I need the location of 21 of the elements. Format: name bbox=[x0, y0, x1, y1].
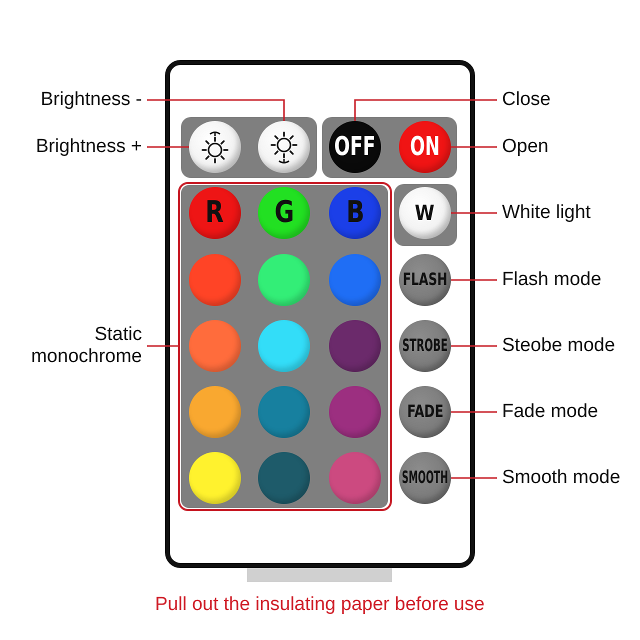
callout-label: Close bbox=[502, 89, 551, 111]
callout-label: Steobe mode bbox=[502, 335, 616, 357]
leader-line bbox=[451, 411, 497, 413]
callout-label: Open bbox=[502, 136, 548, 158]
callout-label: Static monochrome bbox=[17, 324, 142, 368]
leader-line bbox=[451, 146, 497, 148]
leader-line bbox=[451, 477, 497, 479]
leader-line bbox=[451, 345, 497, 347]
callout-label: Brightness + bbox=[36, 136, 142, 158]
leader-line bbox=[451, 212, 497, 214]
note-text: Pull out the insulating paper before use bbox=[155, 594, 485, 616]
leader-line bbox=[451, 279, 497, 281]
leader-line bbox=[354, 99, 497, 121]
leader-line bbox=[147, 99, 285, 121]
callout-label: Brightness - bbox=[40, 89, 142, 111]
leader-line bbox=[147, 146, 189, 148]
callout-label: Smooth mode bbox=[502, 467, 620, 489]
callout-label: Flash mode bbox=[502, 269, 602, 291]
callout-label: Fade mode bbox=[502, 401, 598, 423]
callout-label: White light bbox=[502, 202, 591, 224]
leader-line bbox=[147, 345, 178, 347]
